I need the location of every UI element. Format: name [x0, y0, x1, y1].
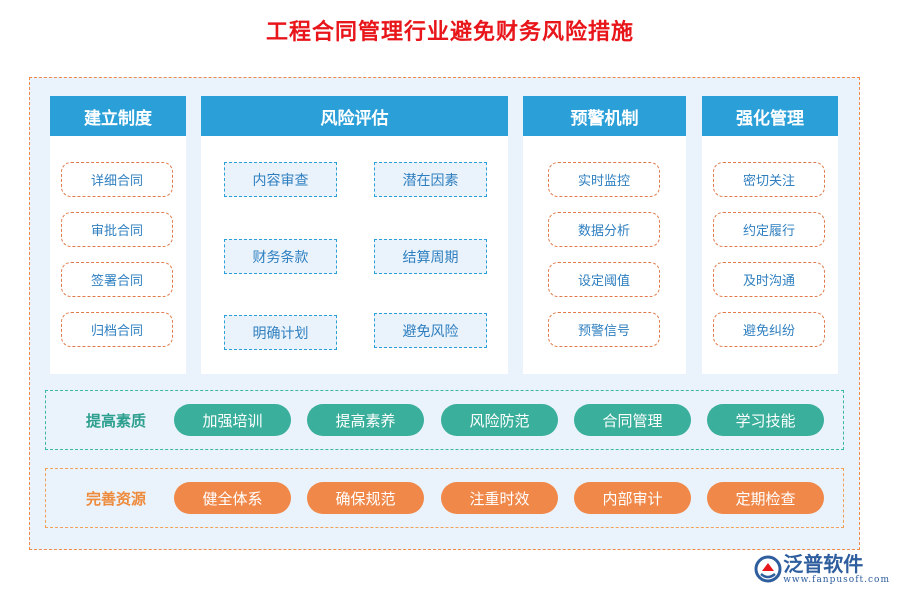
- brand-logo: 泛普软件 www.fanpusoft.com: [753, 553, 890, 585]
- panel-item: 及时沟通: [713, 262, 825, 297]
- panel-item: 实时监控: [548, 162, 660, 197]
- panel-item: 明确计划: [224, 315, 337, 350]
- panel-item: 潜在因素: [374, 162, 487, 197]
- row-improve-resources: 完善资源 健全体系 确保规范 注重时效 内部审计 定期检查: [45, 468, 844, 528]
- row-chip: 确保规范: [307, 482, 424, 514]
- panel-item: 签署合同: [61, 262, 173, 297]
- panel-heading: 强化管理: [702, 96, 838, 136]
- row-chip: 提高素养: [307, 404, 424, 436]
- panel-warning-mechanism: 预警机制 实时监控 数据分析 设定阈值 预警信号: [523, 96, 686, 374]
- panel-item: 预警信号: [548, 312, 660, 347]
- row-chip: 加强培训: [174, 404, 291, 436]
- panel-item: 归档合同: [61, 312, 173, 347]
- panel-item: 约定履行: [713, 212, 825, 247]
- panel-risk-assessment: 风险评估 内容审查 潜在因素 财务条款 结算周期 明确计划 避免风险: [201, 96, 508, 374]
- row-label: 完善资源: [86, 489, 147, 508]
- panel-item: 内容审查: [224, 162, 337, 197]
- panel-heading: 建立制度: [50, 96, 186, 136]
- brand-url: www.fanpusoft.com: [783, 575, 890, 585]
- page-title: 工程合同管理行业避免财务风险措施: [265, 20, 634, 45]
- row-improve-quality: 提高素质 加强培训 提高素养 风险防范 合同管理 学习技能: [45, 390, 844, 450]
- row-chip: 注重时效: [441, 482, 558, 514]
- panel-item: 设定阈值: [548, 262, 660, 297]
- brand-name: 泛普软件: [783, 552, 864, 576]
- panel-heading: 预警机制: [523, 96, 686, 136]
- row-chip: 健全体系: [174, 482, 291, 514]
- panel-strengthen-management: 强化管理 密切关注 约定履行 及时沟通 避免纠纷: [702, 96, 838, 374]
- panel-item: 结算周期: [374, 239, 487, 274]
- panel-item: 财务条款: [224, 239, 337, 274]
- row-chip: 风险防范: [441, 404, 558, 436]
- brand-icon: [754, 555, 782, 583]
- row-chip: 内部审计: [574, 482, 691, 514]
- panel-item: 密切关注: [713, 162, 825, 197]
- panel-item: 避免风险: [374, 313, 487, 348]
- panel-item: 数据分析: [548, 212, 660, 247]
- row-chip: 定期检查: [707, 482, 824, 514]
- panel-item: 审批合同: [61, 212, 173, 247]
- row-chip: 学习技能: [707, 404, 824, 436]
- panel-item: 避免纠纷: [713, 312, 825, 347]
- row-label: 提高素质: [86, 411, 147, 430]
- panel-item: 详细合同: [61, 162, 173, 197]
- panel-establish-system: 建立制度 详细合同 审批合同 签署合同 归档合同: [50, 96, 186, 374]
- panel-heading: 风险评估: [201, 96, 508, 136]
- row-chip: 合同管理: [574, 404, 691, 436]
